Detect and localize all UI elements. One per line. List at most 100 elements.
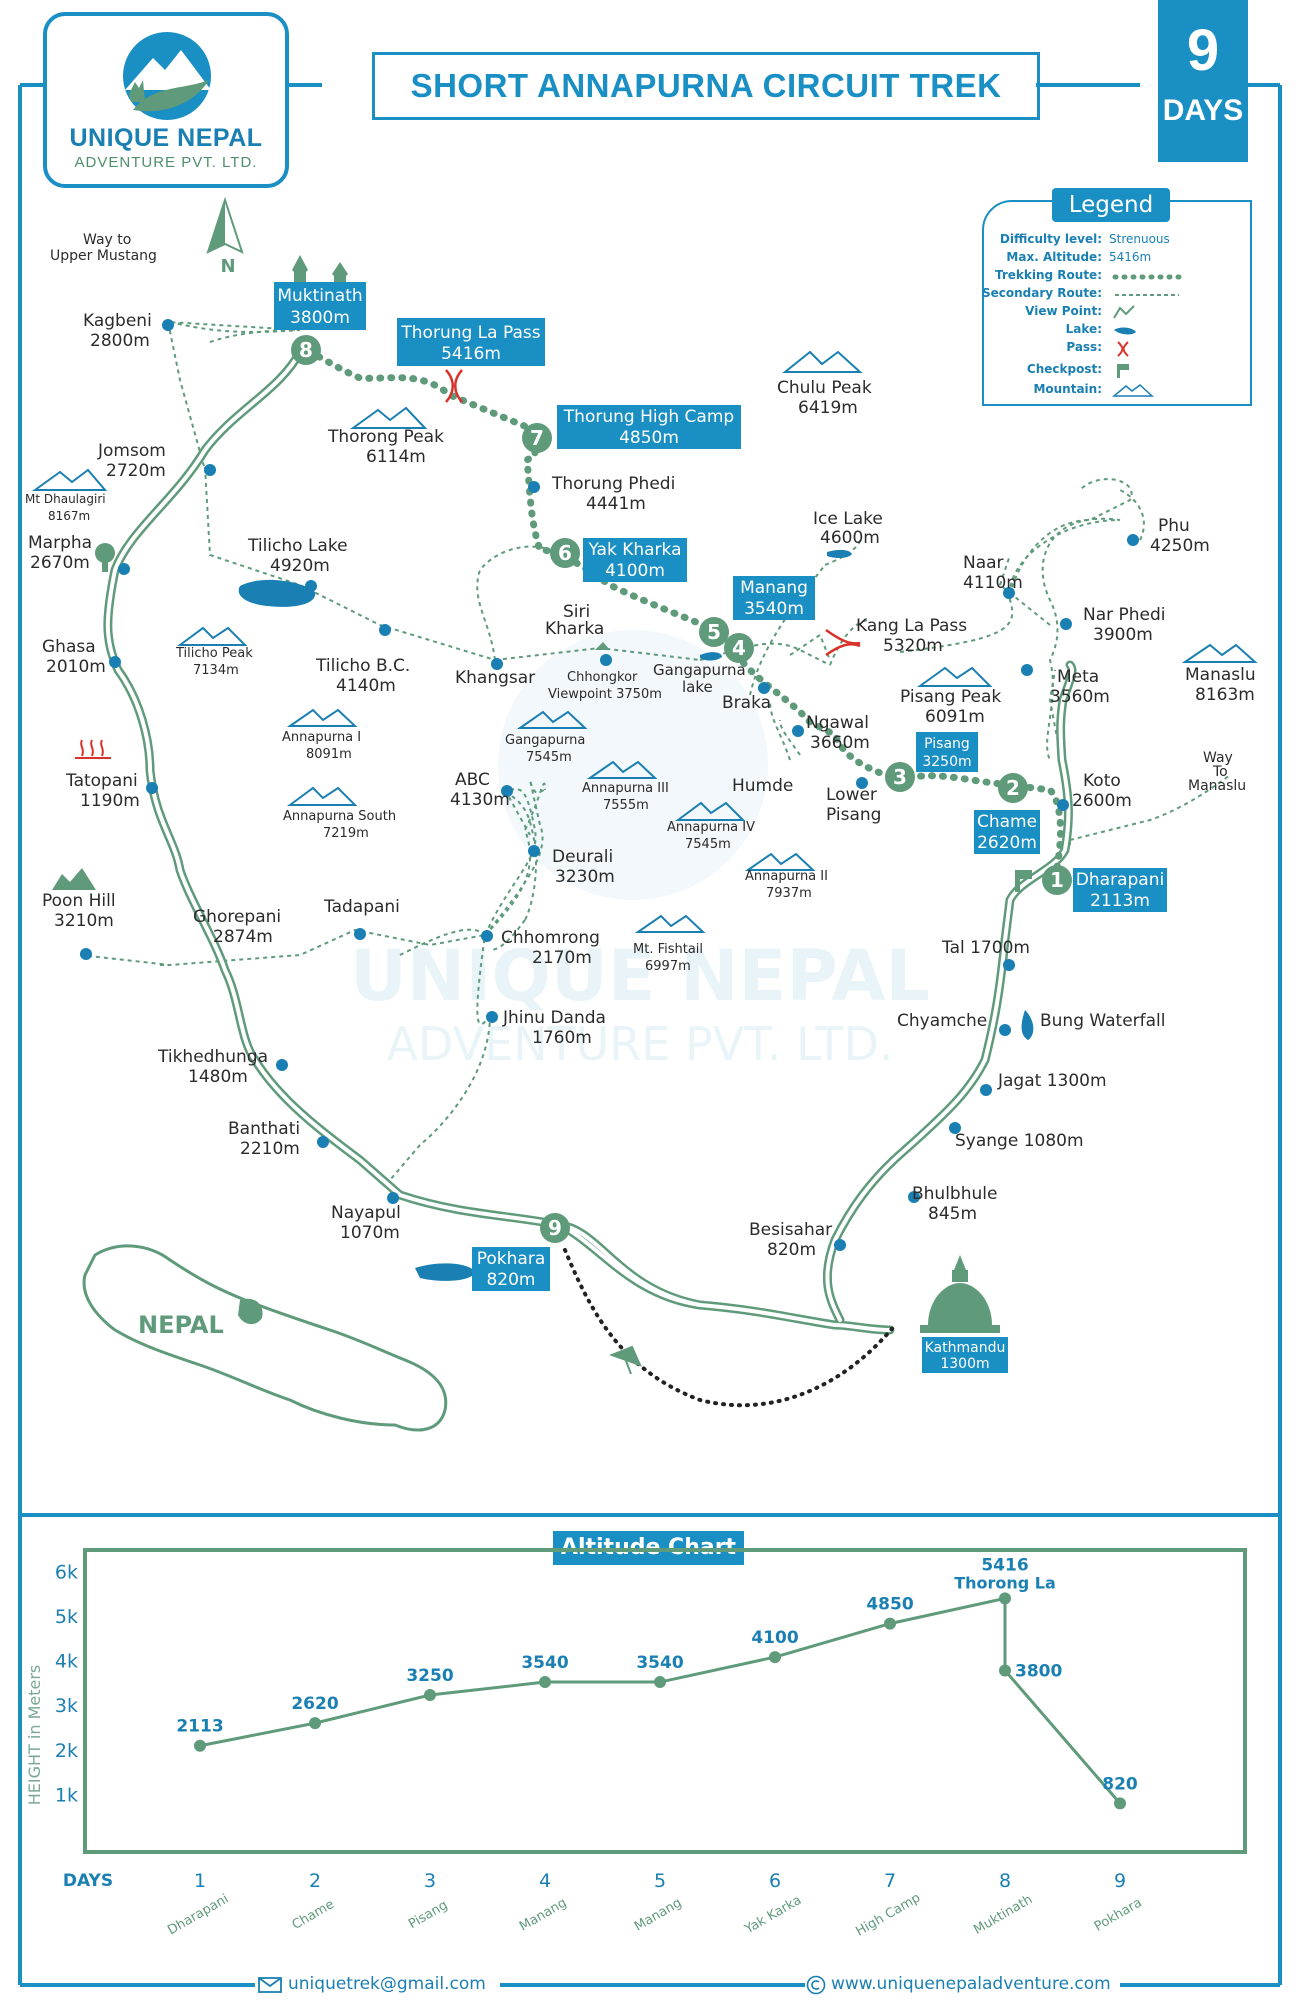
svg-text:Naar: Naar bbox=[963, 553, 1004, 573]
svg-text:8167m: 8167m bbox=[48, 509, 90, 523]
x-tick-label: 5 bbox=[654, 1870, 666, 1892]
logo-subtitle: ADVENTURE PVT. LTD. bbox=[74, 154, 258, 171]
logo-name: UNIQUE NEPAL bbox=[69, 124, 263, 152]
email-text[interactable]: uniquetrek@gmail.com bbox=[288, 1974, 486, 1994]
svg-text:Syange 1080m: Syange 1080m bbox=[955, 1131, 1084, 1151]
svg-text:2874m: 2874m bbox=[213, 927, 273, 947]
page-title-box: SHORT ANNAPURNA CIRCUIT TREK bbox=[372, 52, 1040, 120]
svg-text:Way: Way bbox=[1203, 750, 1233, 766]
svg-text:3210m: 3210m bbox=[54, 911, 114, 931]
y-tick-label: 5k bbox=[55, 1606, 78, 1628]
svg-text:1070m: 1070m bbox=[340, 1223, 400, 1243]
svg-text:6114m: 6114m bbox=[366, 447, 426, 467]
x-tick-label: 6 bbox=[769, 1870, 781, 1892]
svg-text:Tal 1700m: Tal 1700m bbox=[941, 938, 1030, 958]
svg-text:Yak Kharka: Yak Kharka bbox=[587, 540, 681, 560]
x-stop-name: Pokhara bbox=[1092, 1895, 1145, 1934]
svg-text:Muktinath: Muktinath bbox=[277, 286, 362, 306]
svg-text:Tilicho B.C.: Tilicho B.C. bbox=[315, 656, 410, 676]
chart-frame bbox=[83, 1548, 1247, 1854]
logo-mountain-icon bbox=[123, 32, 211, 120]
website-text[interactable]: www.uniquenepaladventure.com bbox=[831, 1974, 1111, 1994]
svg-text:Tilicho Peak: Tilicho Peak bbox=[175, 646, 253, 661]
svg-text:Meta: Meta bbox=[1057, 667, 1099, 687]
legend-row: View Point: bbox=[984, 304, 1250, 322]
x-tick-label: 1 bbox=[194, 1870, 206, 1892]
svg-text:2670m: 2670m bbox=[30, 553, 90, 573]
svg-text:2210m: 2210m bbox=[240, 1139, 300, 1159]
envelope-icon bbox=[258, 1977, 282, 1993]
x-tick-label: 8 bbox=[999, 1870, 1011, 1892]
svg-text:7555m: 7555m bbox=[603, 798, 649, 813]
svg-text:2: 2 bbox=[1006, 776, 1020, 800]
legend-row: Lake: bbox=[984, 322, 1250, 340]
altitude-point bbox=[654, 1676, 666, 1689]
svg-text:845m: 845m bbox=[928, 1204, 977, 1224]
chart-title: Altitude Chart bbox=[553, 1531, 744, 1565]
svg-text:Annapurna III: Annapurna III bbox=[582, 781, 669, 796]
nepal-label: NEPAL bbox=[138, 1311, 224, 1339]
svg-text:3900m: 3900m bbox=[1093, 625, 1153, 645]
svg-text:820m: 820m bbox=[767, 1240, 816, 1260]
boxed-labels: Muktinath 3800m Thorung La Pass 5416m Th… bbox=[274, 282, 1167, 1373]
legend-row: Mountain: bbox=[984, 382, 1250, 400]
svg-text:5416m: 5416m bbox=[441, 344, 501, 364]
svg-text:Tikhedhunga: Tikhedhunga bbox=[157, 1047, 268, 1067]
mountain-icons bbox=[31, 350, 1258, 933]
svg-text:Humde: Humde bbox=[732, 776, 793, 796]
mountain-legend-icon bbox=[1112, 384, 1154, 397]
map-labels: Way to Upper Mustang Kagbeni 2800m Jomso… bbox=[25, 232, 1256, 1260]
legend-row: Max. Altitude:5416m bbox=[1006, 250, 1152, 264]
svg-text:Besisahar: Besisahar bbox=[749, 1220, 832, 1240]
svg-text:Banthati: Banthati bbox=[228, 1119, 300, 1139]
x-tick-label: 7 bbox=[884, 1870, 896, 1892]
y-tick-label: 6k bbox=[55, 1561, 78, 1583]
main-road bbox=[103, 347, 1077, 1335]
altitude-point bbox=[999, 1592, 1011, 1605]
days-label: DAYS bbox=[1162, 94, 1244, 127]
day-circles: 1 2 3 4 5 6 7 8 9 bbox=[291, 335, 1072, 1243]
svg-text:1190m: 1190m bbox=[80, 791, 140, 811]
svg-text:Lower: Lower bbox=[826, 785, 877, 805]
svg-text:Braka: Braka bbox=[722, 693, 771, 713]
altitude-point bbox=[1114, 1797, 1126, 1810]
x-tick-label: 3 bbox=[424, 1870, 436, 1892]
y-tick-label: 2k bbox=[55, 1740, 78, 1762]
svg-text:Chame: Chame bbox=[977, 812, 1037, 832]
svg-text:7: 7 bbox=[530, 426, 544, 450]
svg-text:Mt Dhaulagiri: Mt Dhaulagiri bbox=[25, 492, 106, 506]
altitude-point bbox=[769, 1651, 781, 1664]
svg-text:Koto: Koto bbox=[1083, 771, 1121, 791]
altitude-value-label: 4850 bbox=[866, 1595, 913, 1615]
svg-text:Ngawal: Ngawal bbox=[806, 713, 869, 733]
svg-text:3660m: 3660m bbox=[810, 733, 870, 753]
svg-text:Nayapul: Nayapul bbox=[331, 1203, 401, 1223]
svg-text:8163m: 8163m bbox=[1195, 685, 1255, 705]
svg-text:5: 5 bbox=[707, 620, 721, 644]
altitude-point bbox=[424, 1689, 436, 1701]
svg-text:6: 6 bbox=[558, 541, 572, 565]
company-logo: UNIQUE NEPAL ADVENTURE PVT. LTD. bbox=[43, 12, 289, 188]
svg-text:4140m: 4140m bbox=[336, 676, 396, 696]
svg-text:1760m: 1760m bbox=[532, 1028, 592, 1048]
altitude-value-label: 4100 bbox=[751, 1628, 798, 1648]
north-label: N bbox=[220, 256, 235, 277]
svg-text:Ice Lake: Ice Lake bbox=[813, 509, 883, 529]
svg-text:Gangapurna: Gangapurna bbox=[505, 733, 585, 748]
svg-text:Way to: Way to bbox=[83, 232, 131, 248]
pass-icon bbox=[1117, 341, 1129, 357]
svg-text:Bhulbhule: Bhulbhule bbox=[912, 1184, 997, 1204]
altitude-value-label: 2620 bbox=[291, 1694, 338, 1714]
svg-text:4100m: 4100m bbox=[605, 561, 665, 581]
svg-text:4250m: 4250m bbox=[1150, 536, 1210, 556]
svg-text:Pokhara: Pokhara bbox=[477, 1249, 546, 1269]
north-arrow-icon bbox=[206, 196, 244, 254]
svg-text:lake: lake bbox=[682, 678, 713, 696]
gangapurna-lake-icon bbox=[700, 652, 722, 661]
legend-row: Trekking Route: bbox=[984, 268, 1250, 286]
svg-text:820m: 820m bbox=[486, 1270, 535, 1290]
svg-text:9: 9 bbox=[548, 1216, 562, 1240]
svg-text:Nar Phedi: Nar Phedi bbox=[1083, 605, 1166, 625]
